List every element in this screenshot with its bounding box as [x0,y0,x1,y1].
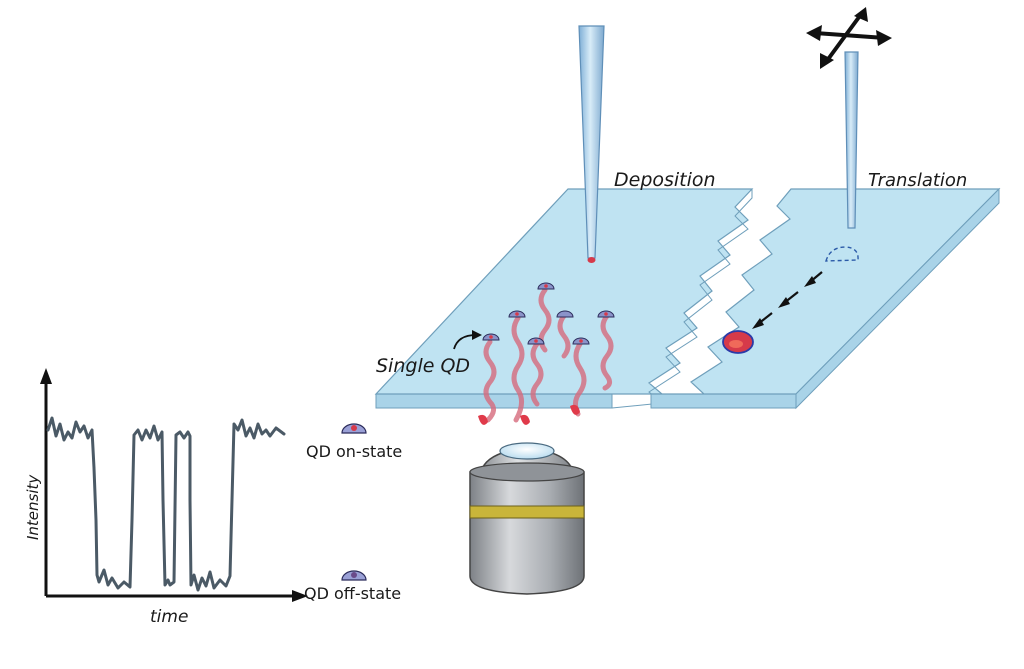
quantum-dot-icon [556,310,574,318]
quantum-dot-icon [482,333,500,341]
single-qd-label: Single QD [376,355,470,377]
single-qd-pointer [453,330,482,350]
y-axis-label: Intensity [24,474,42,540]
deposition-label: Deposition [614,169,716,191]
four-way-arrow-icon [806,7,892,69]
qd-on-state-icon [341,423,367,434]
microscope-objective-icon [469,442,585,595]
quantum-dot-icon [572,337,590,345]
translation-arrows [752,271,823,329]
translation-origin-outline [825,246,859,262]
translation-pipette [844,51,859,229]
quantum-dot-icon [527,337,545,345]
translation-label: Translation [868,170,967,191]
blinking-signal-trace [46,416,286,592]
emission-drops [478,404,580,425]
qd-on-state-label: QD on-state [306,442,402,461]
quantum-dots [482,282,615,345]
qd-off-state-label: QD off-state [304,584,401,603]
glass-slide-left [374,188,754,409]
x-axis-label: time [150,607,188,627]
quantum-dot-icon [537,282,555,290]
qd-off-state-icon [341,570,367,581]
translated-quantum-dot [722,330,754,354]
quantum-dot-icon [597,310,615,318]
quantum-dot-icon [508,310,526,318]
intensity-trace-plot [40,368,308,602]
deposition-pipette [578,25,605,263]
